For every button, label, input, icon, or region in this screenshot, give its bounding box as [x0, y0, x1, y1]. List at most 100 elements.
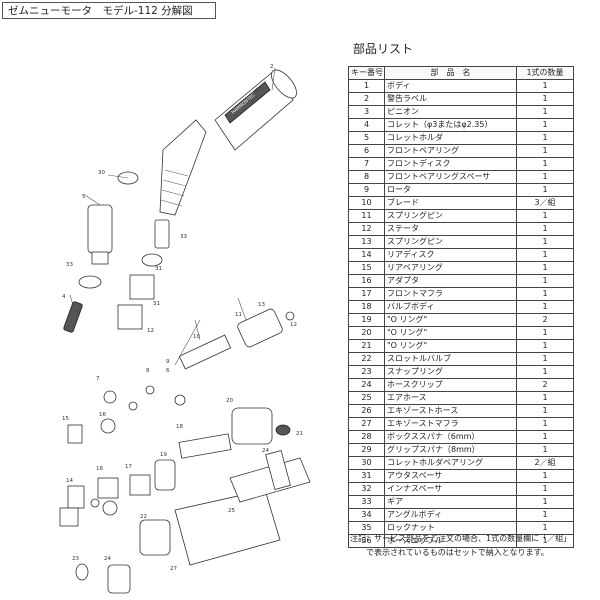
part-label: 27: [170, 566, 177, 572]
exploded-view-diagram: HARMONTEC: [59, 64, 311, 594]
key-number-cell: 1: [348, 79, 385, 93]
quantity-cell: 1: [516, 443, 574, 457]
part-label: 19: [160, 452, 167, 458]
part-name-cell: フロントベアリングスペーサ: [384, 170, 517, 184]
part-name-cell: ホースクリップ: [384, 378, 517, 392]
quantity-cell: 1: [516, 430, 574, 444]
quantity-cell: 1: [516, 235, 574, 249]
part-label: 33: [66, 262, 73, 268]
key-number-cell: 26: [348, 404, 385, 418]
part-label: 12: [290, 322, 297, 328]
key-number-cell: 6: [348, 144, 385, 158]
key-number-cell: 15: [348, 261, 385, 275]
quantity-cell: 1: [516, 534, 574, 548]
quantity-cell: 2: [516, 378, 574, 392]
quantity-cell: 1: [516, 248, 574, 262]
footnote-line: 注記：サービス部品をご注文の場合、1式の数量欄に「／組」: [350, 534, 572, 543]
footnote-line: で表示されているものはセットで納入となります。: [366, 548, 549, 557]
key-number-cell: 24: [348, 378, 385, 392]
quantity-cell: 1: [516, 404, 574, 418]
quantity-cell: 1: [516, 326, 574, 340]
column-header: キー番号: [348, 66, 385, 80]
part-name-cell: コレットホルダベアリング: [384, 456, 517, 470]
column-header: 部 品 名: [384, 66, 517, 80]
part-name-cell: コレット（φ3またはφ2.35）: [384, 118, 517, 132]
part-label: 25: [228, 508, 235, 514]
quantity-cell: 1: [516, 157, 574, 171]
key-number-cell: 22: [348, 352, 385, 366]
part-name-cell: "O リング": [384, 326, 517, 340]
quantity-cell: 1: [516, 79, 574, 93]
angle-body-part: [159, 119, 207, 216]
key-number-cell: 31: [348, 469, 385, 483]
key-number-cell: 33: [348, 495, 385, 509]
quantity-cell: 1: [516, 274, 574, 288]
key-number-cell: 10: [348, 196, 385, 210]
part-name-cell: エキゾーストホース: [384, 404, 517, 418]
key-number-cell: 13: [348, 235, 385, 249]
part-name-cell: フロントディスク: [384, 157, 517, 171]
part-name-cell: インナスペーサ: [384, 482, 517, 496]
part-name-cell: グリップスパナ（8mm）: [384, 443, 517, 457]
part-label: 16: [99, 412, 106, 418]
key-number-cell: 14: [348, 248, 385, 262]
part-name-cell: ステータ: [384, 222, 517, 236]
quantity-cell: 3／組: [516, 196, 574, 210]
part-name-cell: ホースニップル: [384, 534, 517, 548]
part-name-cell: ピニオン: [384, 105, 517, 119]
part-name-cell: "O リング": [384, 339, 517, 353]
part-label: 8: [146, 368, 150, 374]
part-name-cell: アダプタ: [384, 274, 517, 288]
table-header-row: キー番号 部 品 名 1式の数量: [348, 66, 574, 80]
part-label: 30: [98, 170, 105, 176]
quantity-cell: 1: [516, 131, 574, 145]
quantity-cell: 1: [516, 417, 574, 431]
part-name-cell: ロータ: [384, 183, 517, 197]
part-name-cell: アウタスペーサ: [384, 469, 517, 483]
part-name-cell: リアベアリング: [384, 261, 517, 275]
key-number-cell: 16: [348, 274, 385, 288]
column-header: 1式の数量: [516, 66, 574, 80]
quantity-cell: 1: [516, 339, 574, 353]
key-number-cell: 4: [348, 118, 385, 132]
key-number-cell: 8: [348, 170, 385, 184]
key-number-cell: 27: [348, 417, 385, 431]
quantity-cell: 1: [516, 391, 574, 405]
gear-parts: [117, 219, 170, 330]
table-row: 20"O リング"1: [348, 326, 574, 340]
key-number-cell: 18: [348, 300, 385, 314]
valve-parts: [67, 385, 291, 459]
key-number-cell: 21: [348, 339, 385, 353]
part-name-cell: 警告ラベル: [384, 92, 517, 106]
quantity-cell: 2: [516, 313, 574, 327]
key-number-cell: 34: [348, 508, 385, 522]
key-number-cell: 9: [348, 183, 385, 197]
part-name-cell: "O リング": [384, 313, 517, 327]
part-label: 10: [193, 334, 200, 340]
part-name-cell: エキゾーストマフラ: [384, 417, 517, 431]
quantity-cell: 1: [516, 222, 574, 236]
table-row: 19"O リング"2: [348, 313, 574, 327]
part-label: 22: [140, 514, 147, 520]
part-name-cell: リアディスク: [384, 248, 517, 262]
quantity-cell: 1: [516, 469, 574, 483]
key-number-cell: 11: [348, 209, 385, 223]
footnote: 注記：サービス部品をご注文の場合、1式の数量欄に「／組」 で表示されているものは…: [350, 532, 595, 560]
key-number-cell: 5: [348, 131, 385, 145]
part-label: 33: [180, 234, 187, 240]
quantity-cell: 1: [516, 144, 574, 158]
key-number-cell: 3: [348, 105, 385, 119]
key-number-cell: 29: [348, 443, 385, 457]
